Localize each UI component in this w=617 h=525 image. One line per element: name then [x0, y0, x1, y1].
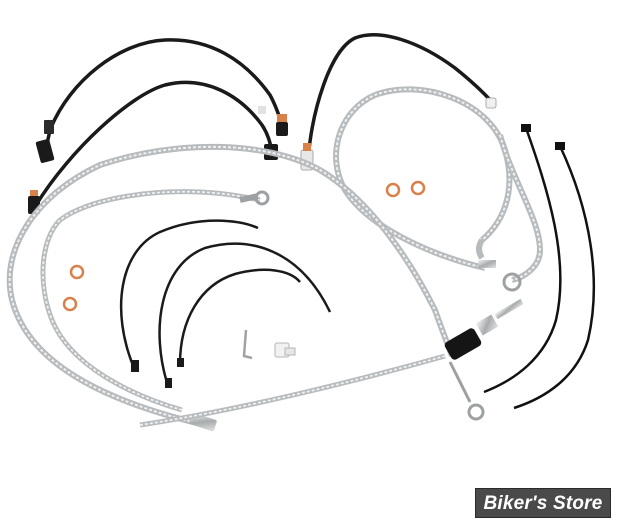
cable-ties [483, 124, 596, 410]
braided-clutch-cable [6, 143, 455, 432]
copper-washers [62, 180, 426, 312]
throttle-wires [119, 219, 332, 388]
wiring-harness-left [28, 38, 288, 214]
store-watermark: Biker's Store [475, 488, 611, 518]
clutch-cable-adjuster [139, 298, 524, 428]
braided-brake-line-loop [333, 86, 544, 292]
small-hardware [242, 329, 296, 360]
